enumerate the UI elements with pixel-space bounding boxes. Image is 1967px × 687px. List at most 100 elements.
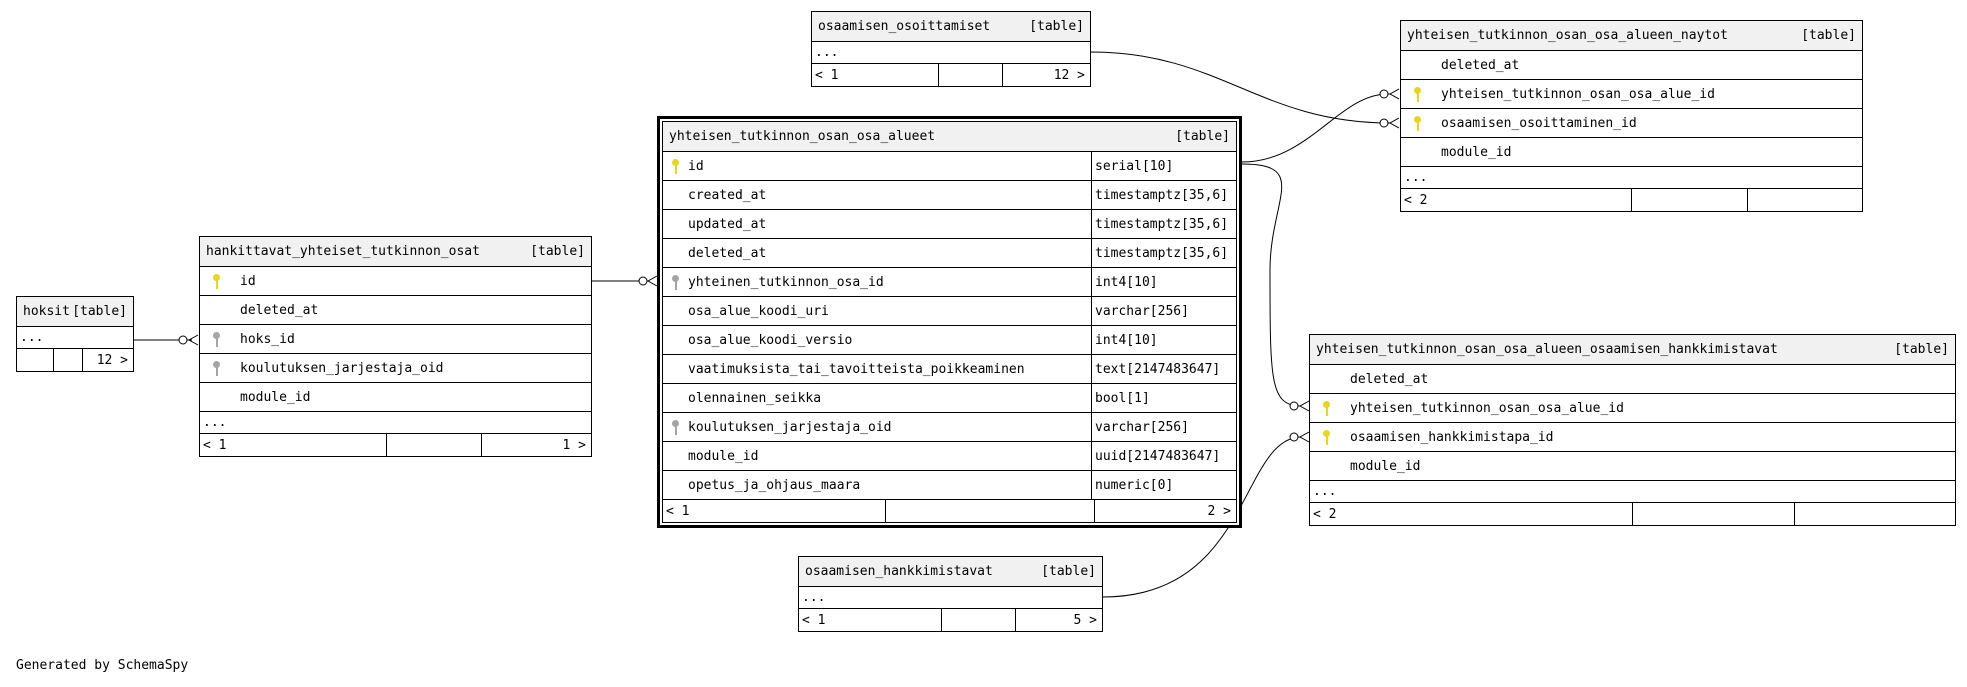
table-name: hoksit (23, 304, 70, 319)
footer-left-link[interactable]: < 1 (666, 503, 690, 519)
footer-left-link[interactable]: < 2 (1313, 506, 1337, 522)
column-name: module_id (1441, 144, 1512, 160)
table-kind: [table] (1801, 28, 1856, 43)
footer-middle (938, 64, 1002, 86)
column-type: text[2147483647] (1091, 355, 1236, 383)
table-name: osaamisen_hankkimistavat (805, 564, 993, 579)
column-type: serial[10] (1091, 152, 1236, 180)
table-hankittavat-yhteiset-tutkinnon-osat[interactable]: hankittavat_yhteiset_tutkinnon_osat [tab… (199, 236, 592, 457)
column-row[interactable]: hoks_id (200, 324, 591, 353)
column-name: koulutuksen_jarjestaja_oid (663, 413, 1091, 441)
column-row[interactable]: osaamisen_osoittaminen_id (1401, 108, 1862, 137)
footer-right (1747, 189, 1862, 211)
column-row[interactable]: yhteisen_tutkinnon_osan_osa_alue_id (1401, 79, 1862, 108)
primary-key-icon (212, 274, 221, 289)
primary-key-icon (1322, 430, 1331, 445)
footer-right-link[interactable]: 12 > (1002, 64, 1090, 86)
footer-right-link[interactable]: 12 > (82, 349, 133, 371)
column-name: yhteisen_tutkinnon_osan_osa_alue_id (1441, 86, 1715, 102)
footer-left[interactable] (17, 349, 53, 371)
column-name: id (663, 152, 1091, 180)
table-footer: < 2 (1401, 188, 1862, 211)
table-name: hankittavat_yhteiset_tutkinnon_osat (206, 244, 480, 259)
more-columns-ellipsis[interactable]: ... (799, 586, 1102, 608)
more-columns-ellipsis[interactable]: ... (1401, 166, 1862, 188)
column-type: numeric[0] (1091, 471, 1236, 499)
column-type: int4[10] (1091, 326, 1236, 354)
column-row[interactable]: olennainen_seikka bool[1] (663, 383, 1236, 412)
table-footer: < 2 (1310, 502, 1955, 525)
column-row[interactable]: yhteisen_tutkinnon_osan_osa_alue_id (1310, 393, 1955, 422)
column-row[interactable]: id (200, 266, 591, 295)
column-name: yhteisen_tutkinnon_osan_osa_alue_id (1350, 400, 1624, 416)
crowfoot-marker (187, 334, 199, 346)
column-row[interactable]: deleted_at (1401, 50, 1862, 79)
table-footer: < 1 12 > (812, 63, 1090, 86)
column-name: module_id (1350, 458, 1421, 474)
column-row[interactable]: koulutuksen_jarjestaja_oid (200, 353, 591, 382)
table-footer: < 1 1 > (200, 433, 591, 456)
column-row[interactable]: vaatimuksista_tai_tavoitteista_poikkeami… (663, 354, 1236, 383)
table-header: osaamisen_hankkimistavat [table] (799, 557, 1102, 586)
footer-right-link[interactable]: 1 > (481, 434, 591, 456)
footer-middle (1631, 189, 1747, 211)
column-name: olennainen_seikka (688, 390, 822, 406)
footer-left-link[interactable]: < 1 (815, 67, 839, 83)
table-yhteisen-tutkinnon-osan-osa-alueet[interactable]: yhteisen_tutkinnon_osan_osa_alueet [tabl… (657, 116, 1242, 528)
more-columns-ellipsis[interactable]: ... (200, 411, 591, 433)
column-row[interactable]: module_id (1401, 137, 1862, 166)
column-type: bool[1] (1091, 384, 1236, 412)
table-kind: [table] (530, 244, 585, 259)
edge-alueet-naytot (1241, 93, 1391, 163)
column-row[interactable]: opetus_ja_ohjaus_maara numeric[0] (663, 470, 1236, 499)
column-row[interactable]: module_id (200, 382, 591, 411)
table-footer: < 1 5 > (799, 608, 1102, 631)
footer-right-link[interactable]: 5 > (1015, 609, 1102, 631)
edge-end-marker (1289, 401, 1299, 411)
table-header: yhteisen_tutkinnon_osan_osa_alueen_osaam… (1310, 335, 1955, 364)
edge-osoittamiset-naytot (1090, 51, 1391, 124)
table-yhteisen-tutkinnon-osan-osa-alueen-naytot[interactable]: yhteisen_tutkinnon_osan_osa_alueen_nayto… (1400, 20, 1863, 212)
foreign-key-icon (671, 275, 680, 290)
footer-left-link[interactable]: < 1 (802, 612, 826, 628)
table-osaamisen-hankkimistavat[interactable]: osaamisen_hankkimistavat [table] ... < 1… (798, 556, 1103, 632)
column-name: module_id (688, 448, 759, 464)
more-columns-ellipsis[interactable]: ... (1310, 480, 1955, 502)
table-kind: [table] (1175, 129, 1230, 144)
table-hoksit[interactable]: hoksit [table] ... 12 > (16, 296, 134, 372)
column-name: id (240, 273, 256, 289)
table-yhteisen-tutkinnon-osan-osa-alueen-osaamisen-hankkimistavat[interactable]: yhteisen_tutkinnon_osan_osa_alueen_osaam… (1309, 334, 1956, 526)
column-row[interactable]: module_id (1310, 451, 1955, 480)
footer-left-link[interactable]: < 1 (203, 437, 227, 453)
more-columns-ellipsis[interactable]: ... (17, 326, 133, 348)
column-name: opetus_ja_ohjaus_maara (688, 477, 861, 493)
column-type: varchar[256] (1091, 297, 1236, 325)
table-header: hoksit [table] (17, 297, 133, 326)
table-osaamisen-osoittamiset[interactable]: osaamisen_osoittamiset [table] ... < 1 1… (811, 11, 1091, 87)
column-row[interactable]: deleted_at (1310, 364, 1955, 393)
table-kind: [table] (72, 304, 127, 319)
crowfoot-marker (646, 275, 658, 287)
footer-right-link[interactable]: 2 > (1094, 500, 1236, 522)
column-name: updated_at (688, 216, 767, 232)
column-name: deleted_at (1350, 371, 1429, 387)
crowfoot-marker (1388, 88, 1400, 100)
column-row[interactable]: osaamisen_hankkimistapa_id (1310, 422, 1955, 451)
column-row[interactable]: deleted_at (200, 295, 591, 324)
table-header: hankittavat_yhteiset_tutkinnon_osat [tab… (200, 237, 591, 266)
generated-by-footer: Generated by SchemaSpy (16, 658, 189, 673)
footer-middle (941, 609, 1015, 631)
more-columns-ellipsis[interactable]: ... (812, 41, 1090, 63)
footer-left-link[interactable]: < 2 (1404, 192, 1428, 208)
edge-alueet-hankkimistavat (1241, 163, 1301, 407)
table-footer: 12 > (17, 348, 133, 371)
